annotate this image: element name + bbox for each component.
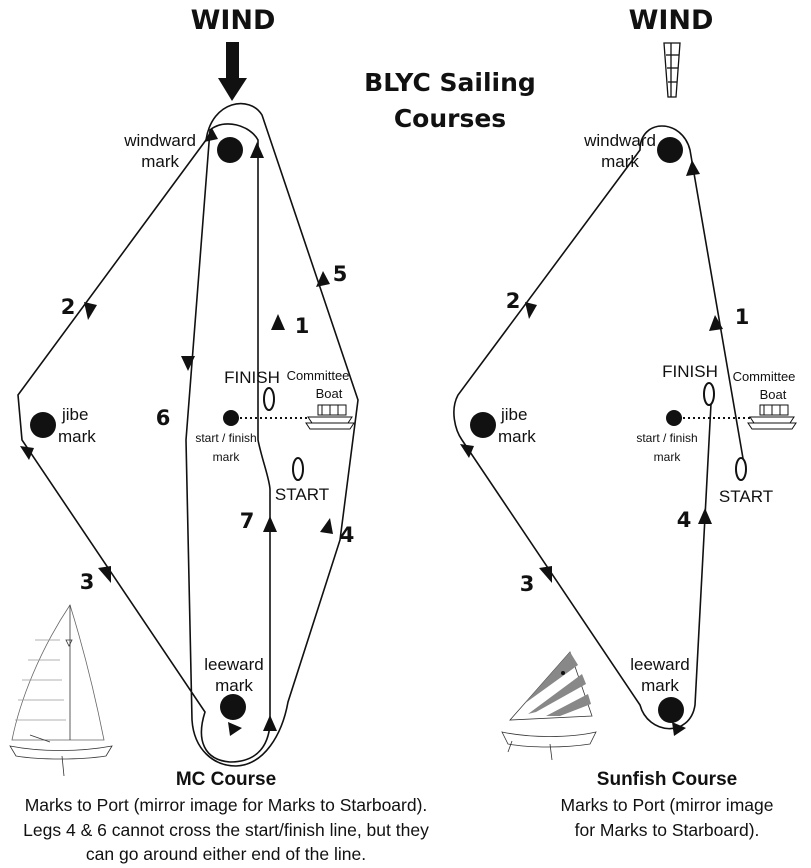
- sunfish-wind-label: WIND: [629, 5, 714, 36]
- wind-arrow-icon: [218, 42, 247, 101]
- mc-leeward-mark: [220, 694, 246, 720]
- mc-jibe-label-1: jibe: [61, 405, 88, 424]
- mc-start-finish-mark: [223, 410, 239, 426]
- sunfish-leg-2: 2: [506, 289, 521, 313]
- mc-course-title: MC Course: [176, 769, 276, 790]
- mc-leeward-label-1: leeward: [204, 655, 264, 674]
- mc-leg-5: 5: [333, 262, 348, 286]
- title-line-1: BLYC Sailing: [364, 68, 536, 97]
- pontoon-boat-icon: [305, 404, 355, 430]
- sunfish-leg-3: 3: [520, 572, 535, 596]
- pontoon-boat-icon: [747, 404, 797, 430]
- sunfish-finish-label: FINISH: [662, 362, 718, 381]
- mc-jibe-mark: [30, 412, 56, 438]
- mc-sailboat-icon: [9, 604, 113, 777]
- mc-arrowheads: [20, 128, 333, 736]
- mc-windward-label-1: windward: [123, 131, 196, 150]
- sunfish-sf-mark-label-1: start / finish: [636, 431, 697, 445]
- mc-caption-line-1: Marks to Port (mirror image for Marks to…: [25, 795, 428, 815]
- sunfish-jibe-label-1: jibe: [500, 405, 527, 424]
- sunfish-leg-1: 1: [735, 305, 750, 329]
- mc-finish-label: FINISH: [224, 368, 280, 387]
- mc-course-path: [17, 102, 359, 767]
- mc-start-buoy: [292, 457, 304, 481]
- sunfish-start-finish-mark: [666, 410, 682, 426]
- mc-committee-label-2: Boat: [316, 386, 343, 401]
- mc-committee-label-1: Committee: [287, 368, 350, 383]
- mc-leg-4: 4: [340, 523, 355, 547]
- sunfish-windward-label-1: windward: [583, 131, 656, 150]
- sunfish-start-buoy: [735, 457, 747, 481]
- sunfish-leeward-mark: [658, 697, 684, 723]
- mc-jibe-label-2: mark: [58, 427, 96, 446]
- sunfish-finish-buoy: [703, 382, 715, 406]
- sunfish-windward-mark: [657, 137, 683, 163]
- mc-start-label: START: [275, 485, 329, 504]
- sunfish-arrowheads: [460, 160, 723, 736]
- mc-sf-mark-label-1: start / finish: [195, 431, 256, 445]
- sunfish-committee-label-1: Committee: [733, 369, 796, 384]
- sunfish-windward-label-2: mark: [601, 152, 639, 171]
- sunfish-sf-mark-label-2: mark: [654, 450, 682, 464]
- sunfish-jibe-mark: [470, 412, 496, 438]
- mc-sf-mark-label-2: mark: [213, 450, 241, 464]
- mc-leg-3: 3: [80, 570, 95, 594]
- mc-caption-line-3: can go around either end of the line.: [86, 844, 366, 864]
- mc-course: WIND: [9, 5, 429, 864]
- sunfish-leg-4: 4: [677, 508, 692, 532]
- mc-leg-7: 7: [240, 509, 255, 533]
- mc-caption-line-2: Legs 4 & 6 cannot cross the start/finish…: [23, 820, 429, 840]
- mc-leg-6: 6: [156, 406, 171, 430]
- sunfish-committee-label-2: Boat: [760, 387, 787, 402]
- title-line-2: Courses: [394, 104, 506, 133]
- sunfish-start-label: START: [719, 487, 773, 506]
- sunfish-leeward-label-2: mark: [641, 676, 679, 695]
- sunfish-sailboat-icon: [501, 651, 597, 761]
- sunfish-course-title: Sunfish Course: [597, 769, 737, 790]
- mc-leg-1: 1: [295, 314, 310, 338]
- mc-windward-mark: [217, 137, 243, 163]
- sunfish-jibe-label-2: mark: [498, 427, 536, 446]
- mc-wind-label: WIND: [191, 5, 276, 36]
- sunfish-caption-line-1: Marks to Port (mirror image: [561, 795, 774, 815]
- sunfish-caption-line-2: for Marks to Starboard).: [575, 820, 760, 840]
- mc-leeward-label-2: mark: [215, 676, 253, 695]
- sunfish-leeward-label-1: leeward: [630, 655, 690, 674]
- mc-leg-2: 2: [61, 295, 76, 319]
- mc-finish-buoy: [263, 387, 275, 411]
- mc-windward-label-2: mark: [141, 152, 179, 171]
- windsock-icon: [663, 42, 681, 98]
- sunfish-course: WIND: [453, 5, 797, 840]
